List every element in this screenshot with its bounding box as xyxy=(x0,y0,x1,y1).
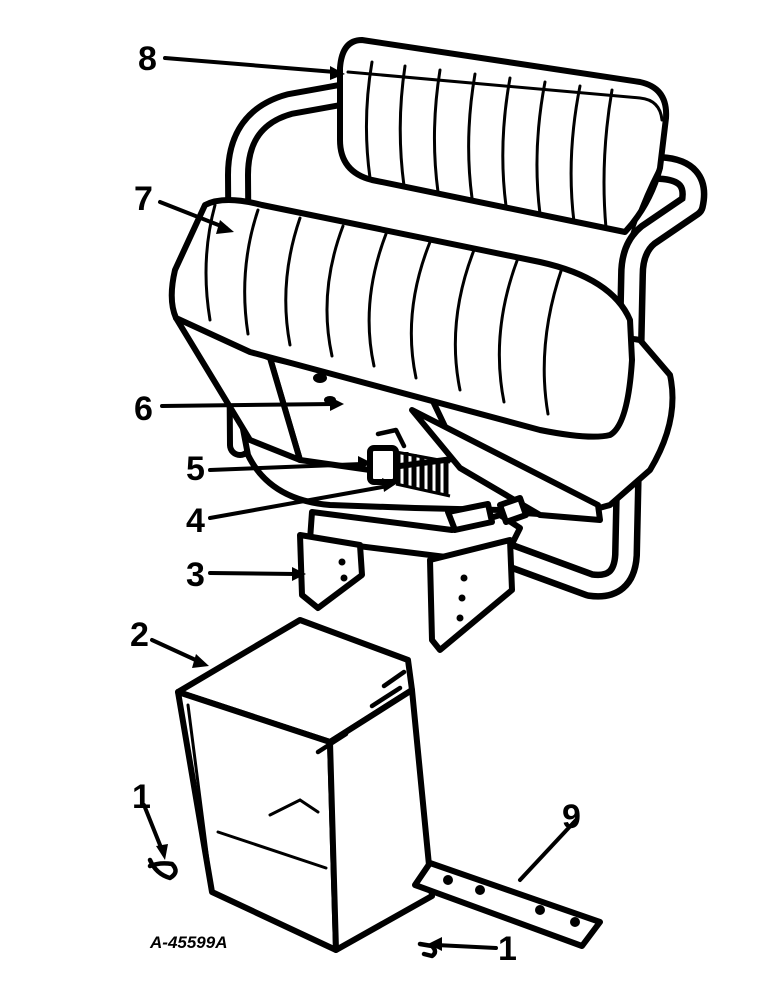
callout-9: 9 xyxy=(562,798,581,836)
callout-1-bottom: 1 xyxy=(498,930,517,968)
tubular-frame-icon xyxy=(225,82,708,600)
callout-6: 6 xyxy=(134,390,153,428)
spring-icon xyxy=(367,427,451,498)
backrest-cushion-icon xyxy=(337,37,670,242)
mounting-plate-icon xyxy=(412,860,603,949)
callout-5: 5 xyxy=(186,450,205,488)
callout-leaders xyxy=(142,56,578,951)
callout-labels: 8 7 6 5 4 3 2 1 9 1 xyxy=(130,40,581,968)
cotter-pin-icon xyxy=(147,857,438,959)
callout-2: 2 xyxy=(130,616,149,654)
callout-3: 3 xyxy=(186,556,205,594)
callout-4: 4 xyxy=(186,502,205,540)
seat-cushion-icon xyxy=(168,197,635,440)
support-box-icon xyxy=(175,617,435,953)
bracket-icon xyxy=(297,495,529,653)
callout-7: 7 xyxy=(134,180,153,218)
figure-id: A-45599A xyxy=(149,933,228,952)
callout-1-left: 1 xyxy=(132,778,151,816)
callout-8: 8 xyxy=(138,40,157,78)
